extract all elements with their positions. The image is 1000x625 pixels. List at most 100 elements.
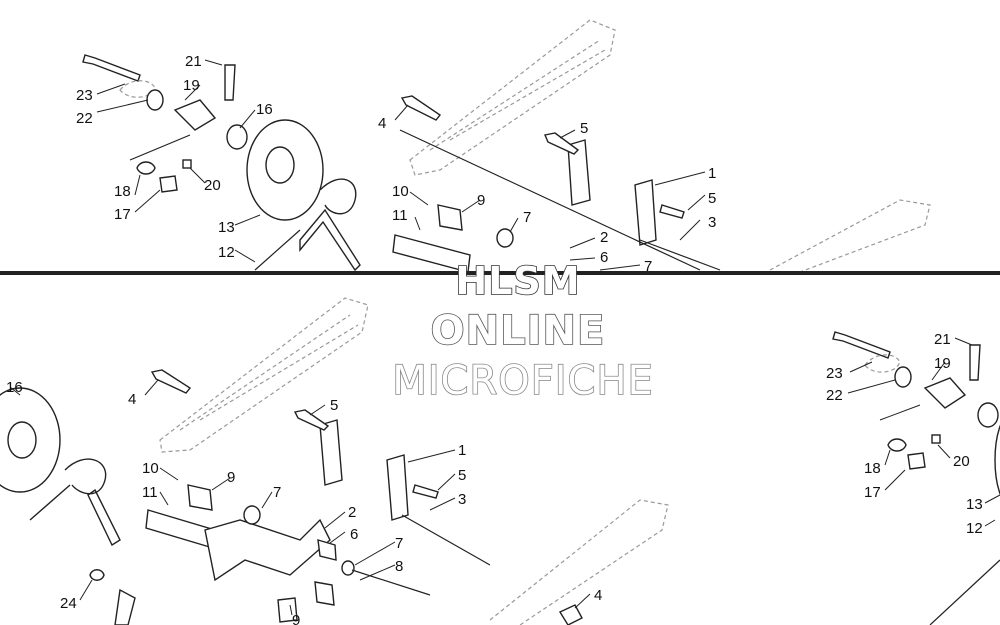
callout-top-1: 1 [708,165,716,182]
callout-top-5a: 5 [580,120,588,137]
axis-line-top [129,129,701,271]
bushing-9-top [437,204,463,231]
callout-top-12: 12 [218,244,235,261]
callouts-bottom: 16 4 5 1 5 3 10 9 11 7 2 6 7 8 24 9 4 21… [6,331,983,625]
spring-bottom [29,458,121,547]
callout-top-20: 20 [204,177,221,194]
wheel-13-hub-top [265,146,295,184]
callout-top-5b: 5 [708,190,716,207]
bushing-22-top [146,89,164,111]
callout-bottom-24: 24 [60,595,77,612]
swing-arm-bottom [204,518,331,582]
bushing-7-top [496,228,514,248]
bolt-4b-bottom [558,604,583,625]
callout-bottom-9: 9 [227,469,235,486]
callout-top-7a: 7 [523,209,531,226]
rail-ghost-bottom-right [489,499,669,625]
bolt-4a-bottom [150,369,192,394]
bracket-1-bottom [386,454,409,521]
wheel-16-hub-bottom [7,421,37,459]
callout-bottom-5b: 5 [458,467,466,484]
bolt-21-bottom [969,344,981,381]
nut-20-top [182,159,192,169]
callout-bottom-11: 11 [142,484,158,501]
callout-bottom-7b: 7 [395,535,403,552]
bottom-panel [0,297,1000,625]
link-24-bottom [89,569,136,625]
callout-top-21: 21 [185,53,202,70]
bracket-5-bottom [319,419,343,486]
shaft-3-top [639,239,721,271]
callout-top-9: 9 [477,192,485,209]
callout-bottom-5a: 5 [330,397,338,414]
callout-bottom-18: 18 [864,460,881,477]
shaft-11-bottom [145,509,216,549]
bushing-7b-bottom [341,560,355,576]
bracket-1-top [634,179,657,246]
watermark: HLSM ONLINE MICROFICHE [391,258,654,405]
callout-top-17: 17 [114,206,131,223]
leaders-bottom [9,337,1000,616]
bolt-23-bottom [832,331,891,359]
callout-bottom-7a: 7 [273,484,281,501]
callout-top-19: 19 [183,77,200,94]
bracket-5-top [567,139,591,206]
callout-bottom-16: 16 [6,379,23,396]
spring-arm-12-top [254,229,301,271]
cup-18-bottom [887,438,907,452]
callout-top-2: 2 [600,229,608,246]
callout-bottom-13: 13 [966,496,983,513]
bushing-16-top [226,124,248,150]
callout-top-16: 16 [256,101,273,118]
shaft-8-bottom [351,569,431,596]
callout-bottom-20: 20 [953,453,970,470]
callouts-top: 21 19 16 23 22 18 17 20 13 12 4 5 1 5 3 … [76,53,716,275]
callout-bottom-8: 8 [395,558,403,575]
callout-top-22: 22 [76,110,93,127]
spring-top [299,178,361,272]
watermark-line3: MICROFICHE [392,358,654,404]
bolt-5b-top [659,204,685,219]
washer-ghost-bottom [864,354,901,373]
bushing-16-bottom [977,402,999,428]
callout-bottom-2: 2 [348,504,356,521]
bolt-21-top [224,64,236,101]
bolt-5a-bottom [293,409,330,431]
callout-top-6: 6 [600,249,608,266]
callout-top-23: 23 [76,87,93,104]
callout-bottom-6: 6 [350,526,358,543]
bolt-23-top [82,54,141,82]
callout-bottom-10: 10 [142,460,159,477]
callout-top-4: 4 [378,115,386,132]
leaders-top [96,59,706,271]
bushing-6-bottom [317,539,337,561]
callout-top-11: 11 [392,207,408,224]
callout-bottom-19: 19 [934,355,951,372]
callout-bottom-12: 12 [966,520,983,537]
callout-bottom-17: 17 [864,484,881,501]
cup-18-top [136,161,156,175]
callout-bottom-21: 21 [934,331,951,348]
bolt-5a-top [544,132,580,155]
bushing-17-bottom [907,452,926,470]
bushing-22-bottom [894,366,912,388]
wheel-13-bottom [994,424,1000,496]
bushing-9b-bottom [277,597,298,623]
callout-bottom-22: 22 [826,387,843,404]
callout-top-7b: 7 [644,258,652,275]
callout-bottom-23: 23 [826,365,843,382]
watermark-line1: HLSM [455,259,580,303]
watermark-line2: ONLINE [431,308,606,354]
bushing-17-top [159,175,178,193]
bushing-9-bottom [187,484,213,511]
callout-bottom-4b: 4 [594,587,602,604]
nut-20-bottom [931,434,941,444]
callout-bottom-1: 1 [458,442,466,459]
rail-ghost-bottom [159,297,369,453]
callout-bottom-3: 3 [458,491,466,508]
sheet-separator [0,271,1000,275]
bushing-9c-bottom [314,581,335,606]
callout-top-13: 13 [218,219,235,236]
clamp-19-bottom [923,377,967,409]
